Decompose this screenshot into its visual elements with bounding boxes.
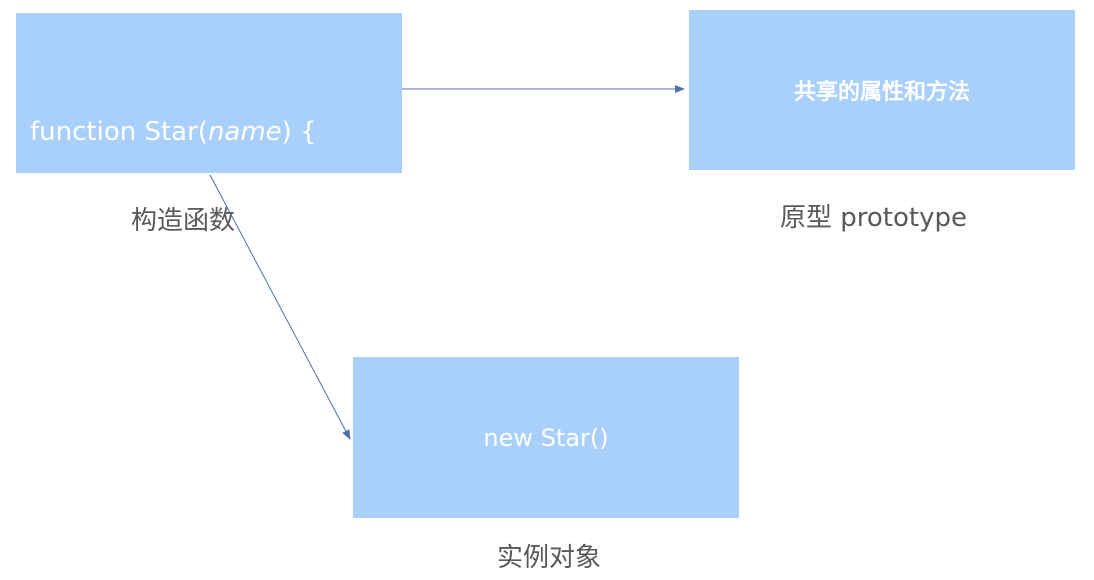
code-param: name bbox=[207, 117, 282, 147]
code-line-1-start: function Star( bbox=[30, 117, 208, 147]
prototype-box: 共享的属性和方法 bbox=[689, 10, 1075, 170]
constructor-caption: 构造函数 bbox=[131, 206, 236, 236]
prototype-box-label: 共享的属性和方法 bbox=[793, 80, 970, 105]
instance-box-label: new Star() bbox=[483, 423, 609, 452]
code-assigned-value: name bbox=[242, 231, 317, 261]
constructor-code: function Star(name) { this.name = name } bbox=[30, 37, 402, 455]
instance-box: new Star() bbox=[353, 357, 739, 518]
instance-caption: 实例对象 bbox=[497, 543, 602, 573]
code-line-1-end: ) { bbox=[281, 117, 317, 147]
code-line-3: } bbox=[30, 345, 47, 375]
code-line-1: function Star(name) { bbox=[30, 113, 402, 151]
constructor-box: function Star(name) { this.name = name } bbox=[16, 13, 402, 375]
prototype-caption: 原型 prototype bbox=[780, 203, 967, 233]
